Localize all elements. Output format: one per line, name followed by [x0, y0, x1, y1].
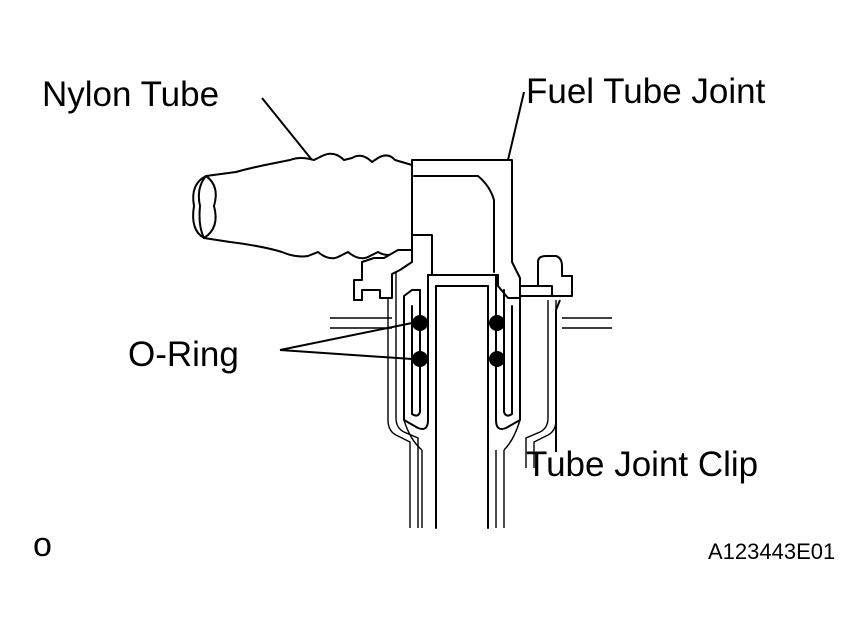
leader-lines	[261, 91, 561, 452]
o-ring-lower-right	[489, 351, 505, 367]
tube-joint-clip	[353, 249, 573, 301]
leader-fuel-tube-joint	[507, 91, 525, 161]
label-o-ring: O-Ring	[128, 335, 239, 374]
o-ring-upper-right	[489, 315, 505, 331]
leader-o-ring-upper	[279, 322, 413, 351]
figure-code: A123443E01	[708, 539, 835, 564]
panel-lines	[330, 317, 612, 329]
label-tube-joint-clip: Tube Joint Clip	[526, 445, 758, 484]
corner-mark: o	[33, 526, 52, 564]
leader-o-ring-lower	[279, 349, 413, 360]
pipe-housing	[387, 258, 557, 528]
fuel-pipe	[403, 274, 521, 529]
label-nylon-tube: Nylon Tube	[42, 75, 219, 114]
leader-nylon-tube	[261, 97, 313, 161]
label-fuel-tube-joint: Fuel Tube Joint	[526, 72, 766, 111]
o-ring-lower-left	[412, 351, 428, 367]
o-rings	[412, 315, 505, 367]
o-ring-upper-left	[412, 315, 428, 331]
leader-tube-joint-clip	[555, 299, 561, 452]
fuel-tube-joint	[411, 159, 521, 299]
nylon-tube	[192, 152, 413, 260]
